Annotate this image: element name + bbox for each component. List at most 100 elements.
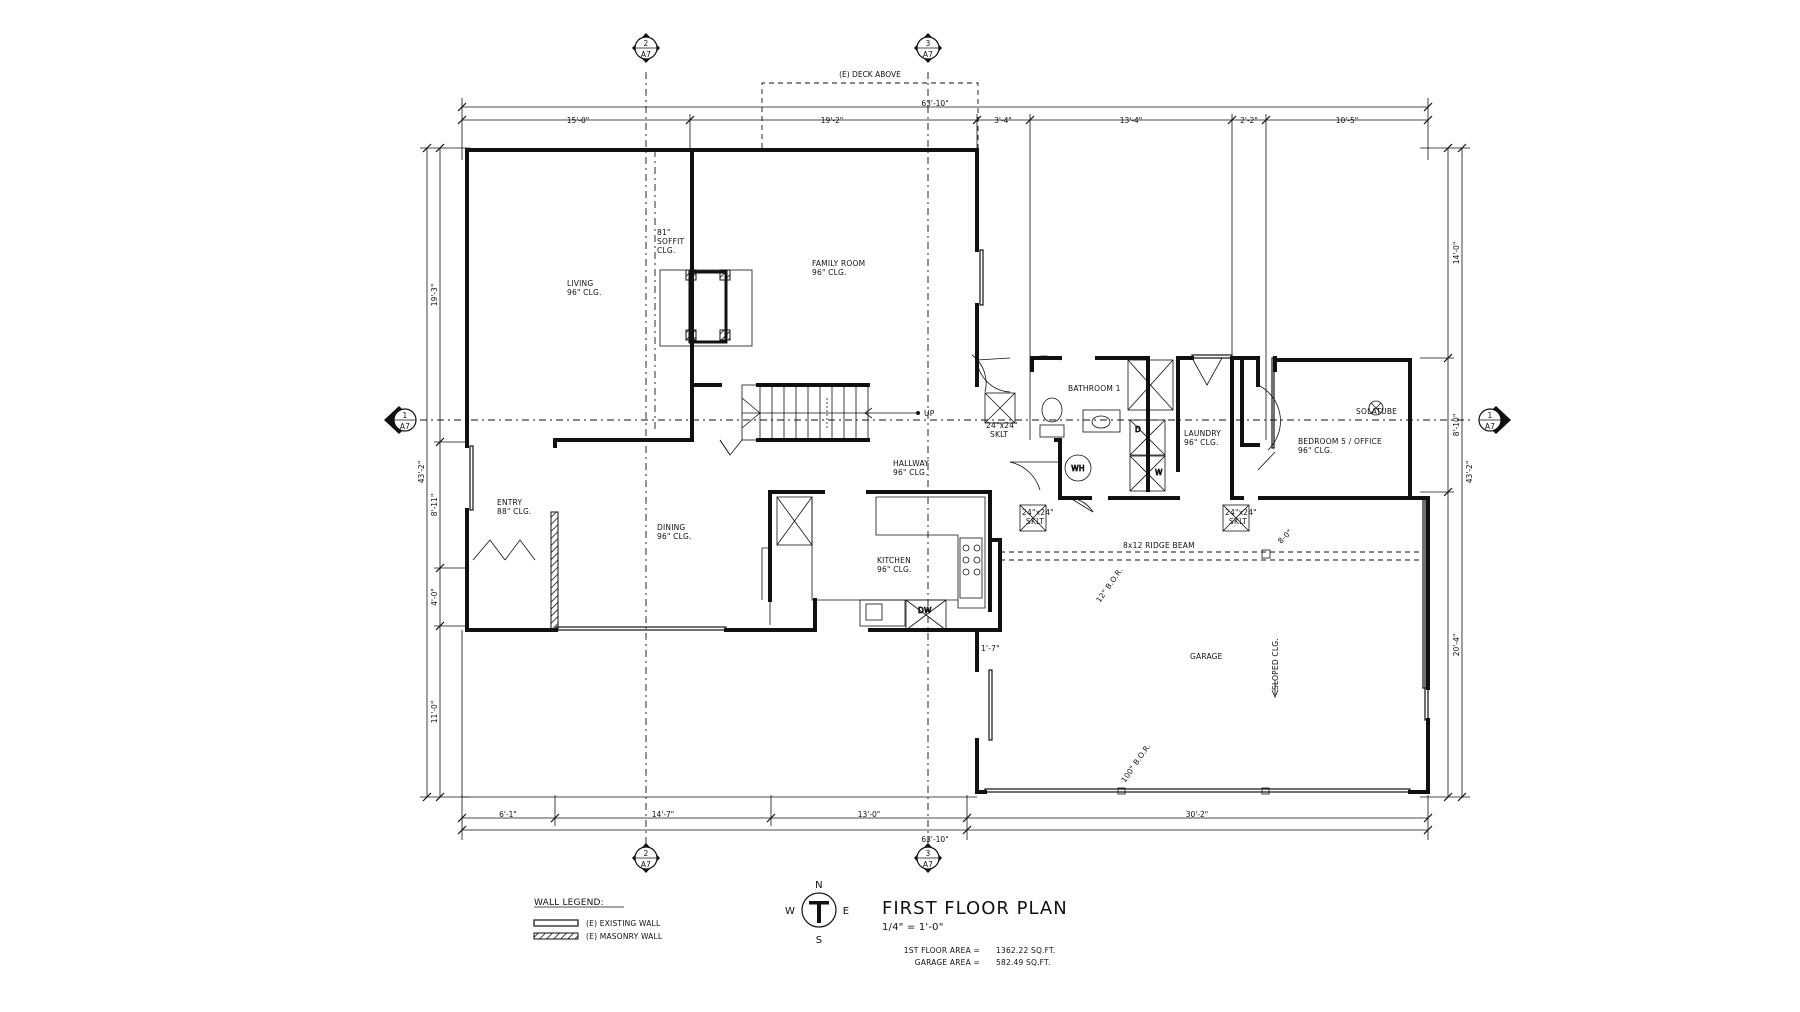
thin-walls [469,249,1429,793]
skylight-left-label: SKLT [1026,517,1044,526]
garage-label: GARAGE [1190,652,1223,661]
small-dimension: 1'-7" [981,644,1000,653]
legend-existing-label: (E) EXISTING WALL [586,919,661,928]
garage-extent [461,630,977,798]
legend-existing-swatch [533,919,579,927]
north-arrow-compass: N S E W [785,880,849,946]
kitchen-fixtures: DW [761,496,986,631]
marker-sheet: A7 [923,860,933,869]
entry-label: ENTRY [497,498,522,507]
living-label: LIVING [567,279,593,288]
left-dim-4: 11'-0" [430,701,439,724]
doors [472,354,1281,561]
left-dim-1: 19'-3" [430,284,439,307]
compass-n: N [815,880,823,891]
top-dim-4: 13'-4" [1120,116,1143,125]
deck-label: (E) DECK ABOVE [839,70,901,79]
bathroom-fixtures: WH [1039,359,1174,496]
bottom-dim-1: 6'-1" [499,810,517,819]
floor-area-value: 1362.22 SQ.FT. [996,946,1056,955]
top-dim-6: 10'-5" [1336,116,1359,125]
skylights [984,392,1384,532]
bathroom-label: BATHROOM 1 [1068,384,1121,393]
garage-area-value: 582.49 SQ.FT. [996,958,1051,967]
legend-title: WALL LEGEND: [534,898,604,908]
soffit-label: SOFFIT [657,237,685,246]
ridge-beam [1000,549,1420,795]
entry-ceiling: 88" CLG. [497,507,532,516]
fireplace [659,269,753,347]
plan-title: FIRST FLOOR PLAN [882,898,1068,919]
kitchen-label: KITCHEN [877,556,911,565]
top-dim-1: 15'-0" [567,116,590,125]
family-room-ceiling: 96" CLG. [812,268,847,277]
top-dim-5: 2'-2" [1240,116,1258,125]
solatube-label: SOLATUBE [1356,407,1397,416]
floor-area-label: 1ST FLOOR AREA = [904,946,980,955]
water-heater-label: WH [1071,464,1084,473]
compass-e: E [843,906,850,917]
overall-top-dim: 63'-10" [921,99,948,108]
plan-scale: 1/4" = 1'-0" [882,922,944,933]
right-dim-3: 20'-4" [1452,634,1461,657]
ridge-beam-label: 8x12 RIDGE BEAM [1123,541,1195,550]
overall-right-dim: 43'-2" [1465,461,1474,484]
legend-masonry-label: (E) MASONRY WALL [586,932,663,941]
bedroom-label: BEDROOM 5 / OFFICE [1298,437,1382,446]
compass-s: S [816,935,823,946]
dimension-lines [420,98,1470,840]
bedroom-ceiling: 96" CLG. [1298,446,1333,455]
overall-bottom-dim: 63'-10" [921,835,948,844]
exterior-walls [465,148,1430,794]
living-ceiling: 96" CLG. [567,288,602,297]
section-marker-top-left: 2 A7 [632,33,660,63]
laundry-fixtures: D W [1129,419,1166,492]
marker-sheet: A7 [923,50,933,59]
skylight-hall-size: 24"x24" [986,421,1018,430]
garage-area-label: GARAGE AREA = [915,958,980,967]
marker-number: 1 [1488,411,1493,420]
section-cut-lines [420,72,1470,845]
marker-sheet: A7 [641,860,651,869]
bor-bottom-label: 100" B.O.R. [1119,742,1152,784]
dining-ceiling: 96" CLG. [657,532,692,541]
overall-left-dim: 43'-2" [417,461,426,484]
marker-number: 2 [644,39,649,48]
marker-number: 2 [644,849,649,858]
legend-masonry-swatch [533,932,579,940]
deck-above-outline: (E) DECK ABOVE [761,70,979,148]
top-dim-2: 19'-2" [821,116,844,125]
left-dim-2: 8'-11" [430,494,439,517]
bottom-dim-4: 30'-2" [1186,810,1209,819]
laundry-ceiling: 96" CLG. [1184,438,1219,447]
marker-sheet: A7 [400,422,410,431]
hallway-ceiling: 96" CLG. [893,468,928,477]
marker-number: 1 [403,411,408,420]
right-dim-1: 14'-0" [1452,242,1461,265]
skylight-right-label: SKLT [1229,517,1247,526]
compass-w: W [785,906,795,917]
title-block: FIRST FLOOR PLAN 1/4" = 1'-0" 1ST FLOOR … [882,898,1068,967]
marker-number: 3 [926,849,931,858]
dishwasher-label: DW [918,606,932,615]
bottom-dim-2: 14'-7" [652,810,675,819]
left-dim-3: 4'-0" [430,588,439,606]
laundry-label: LAUNDRY [1184,429,1221,438]
soffit-ceiling: CLG. [657,246,675,255]
marker-sheet: A7 [1485,422,1495,431]
section-marker-bottom-mid: 3 A7 [914,843,942,873]
marker-sheet: A7 [641,50,651,59]
wall-legend: WALL LEGEND: (E) EXISTING WALL (E) MASON… [533,898,663,941]
section-marker-right: 1 A7 [1478,406,1511,434]
kitchen-ceiling: 96" CLG. [877,565,912,574]
right-dim-2: 8'-10" [1452,414,1461,437]
section-marker-bottom-left: 2 A7 [632,843,660,873]
dining-label: DINING [657,523,685,532]
stairs: UP [741,384,934,441]
section-marker-top-mid: 3 A7 [914,33,942,63]
bor-right-label: 8-0" [1276,527,1294,545]
masonry-wall [550,511,559,631]
washer-label: W [1155,468,1163,477]
soffit-height: 81" [657,228,671,237]
